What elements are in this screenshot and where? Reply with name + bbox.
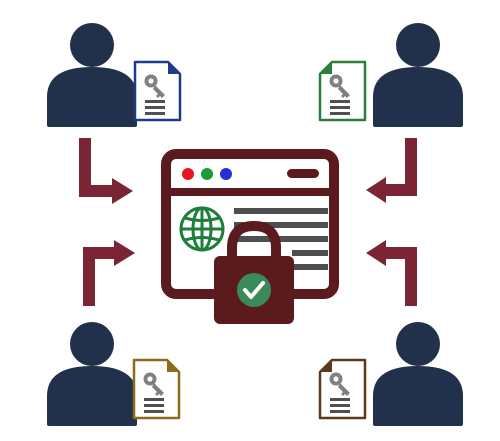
checkmark-icon bbox=[243, 281, 265, 299]
user-icon bbox=[373, 322, 463, 426]
user-bottom-left bbox=[47, 322, 181, 426]
window-dot-blue bbox=[220, 168, 232, 180]
address-bar bbox=[287, 169, 319, 178]
user-top-right bbox=[318, 23, 463, 127]
user-icon bbox=[47, 23, 137, 127]
document-text-lines bbox=[145, 100, 165, 115]
user-bottom-right bbox=[318, 322, 463, 426]
user-top-left bbox=[47, 23, 182, 127]
padlock-icon bbox=[214, 220, 294, 324]
globe-icon bbox=[179, 206, 225, 252]
document-text-lines bbox=[330, 100, 350, 115]
window-dot-green bbox=[201, 168, 213, 180]
user-icon bbox=[373, 23, 463, 127]
user-icon bbox=[47, 322, 137, 426]
arrow-bottom-left bbox=[83, 240, 135, 306]
secure-browser-window-icon bbox=[161, 149, 339, 324]
arrow-top-right bbox=[366, 138, 417, 203]
document-text-lines bbox=[144, 398, 164, 413]
content-text-lines bbox=[234, 208, 328, 270]
arrow-top-left bbox=[79, 138, 133, 204]
window-dot-red bbox=[182, 168, 194, 180]
document-text-lines bbox=[330, 398, 350, 413]
arrow-bottom-right bbox=[366, 240, 417, 306]
